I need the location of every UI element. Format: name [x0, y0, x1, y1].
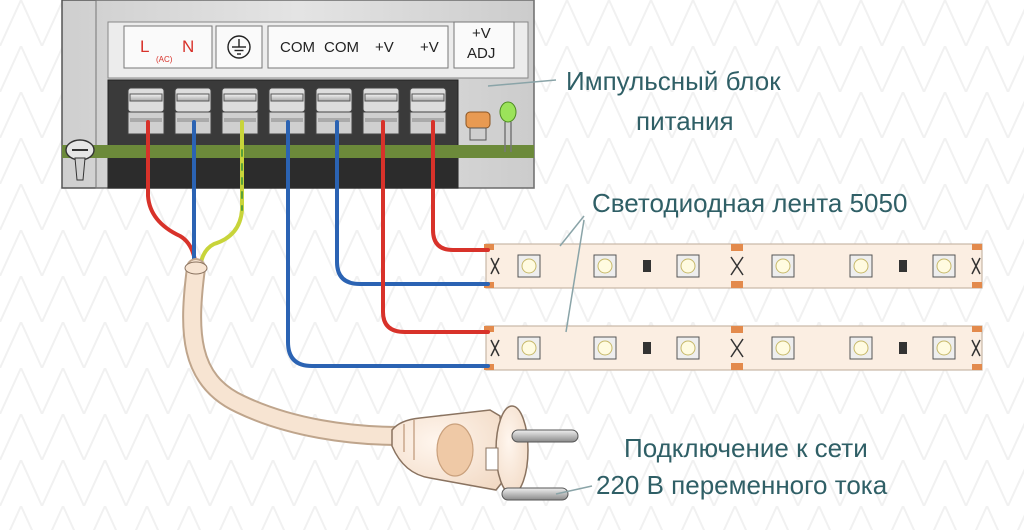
led-chips: [517, 254, 956, 278]
terminal-label-adj-bottom: ADJ: [467, 45, 495, 62]
strip-label: Светодиодная лента 5050: [592, 188, 907, 218]
plug-pin-bottom: [501, 487, 569, 501]
psu-label-line-1: Импульсный блок: [566, 66, 781, 96]
ground-symbol-icon: [227, 35, 251, 59]
screw-icon: [315, 87, 353, 135]
blue-wire-strip-2: [286, 120, 490, 368]
led-chips: [517, 336, 956, 360]
led-strip-2: [484, 325, 983, 371]
green-pcb-strip: [108, 145, 534, 158]
led-strip-1: [484, 243, 983, 289]
scissors-cut-mark-icon: [730, 244, 744, 288]
red-wire-strip-1: [431, 120, 490, 252]
psu-label-line-2: питания: [636, 106, 734, 136]
plug-pin-top: [511, 429, 579, 443]
plug-label-line-2: 220 В переменного тока: [596, 470, 888, 500]
mains-plug: [391, 405, 579, 501]
terminal-label-v-2: +V: [420, 39, 439, 56]
strip-callout-line-1: [559, 215, 585, 247]
power-supply: L (AC) N COM COM +V +V +V ADJ: [61, 0, 535, 189]
wires: [146, 120, 490, 368]
plug-callout-line: [555, 485, 593, 495]
screw-icon: [362, 87, 400, 135]
terminal-label-ac: (AC): [156, 55, 173, 64]
terminal-label-n: N: [182, 37, 194, 56]
terminal-label-com-2: COM: [324, 39, 359, 56]
plug-label-line-1: Подключение к сети: [624, 433, 868, 463]
screw-icon: [409, 87, 447, 135]
terminal-label-adj-top: +V: [472, 25, 491, 42]
terminal-label-com-1: COM: [280, 39, 315, 56]
yellow-green-wire-mains: [198, 120, 244, 270]
mains-cable: [182, 258, 410, 446]
terminal-label-v-1: +V: [375, 39, 394, 56]
terminal-label-l: L: [140, 37, 149, 56]
red-wire-strip-2: [381, 120, 490, 334]
blue-wire-strip-1: [335, 120, 490, 286]
mounting-screw-icon: [65, 139, 95, 181]
terminal-screws: [127, 87, 447, 135]
strip-callout-line-2: [565, 219, 585, 333]
adjust-potentiometer: [465, 111, 491, 141]
scissors-cut-mark-icon: [730, 326, 744, 370]
terminal-label-boxes: [123, 21, 515, 69]
indicator-led-icon: [499, 101, 517, 152]
psu-callout-line: [487, 79, 557, 87]
